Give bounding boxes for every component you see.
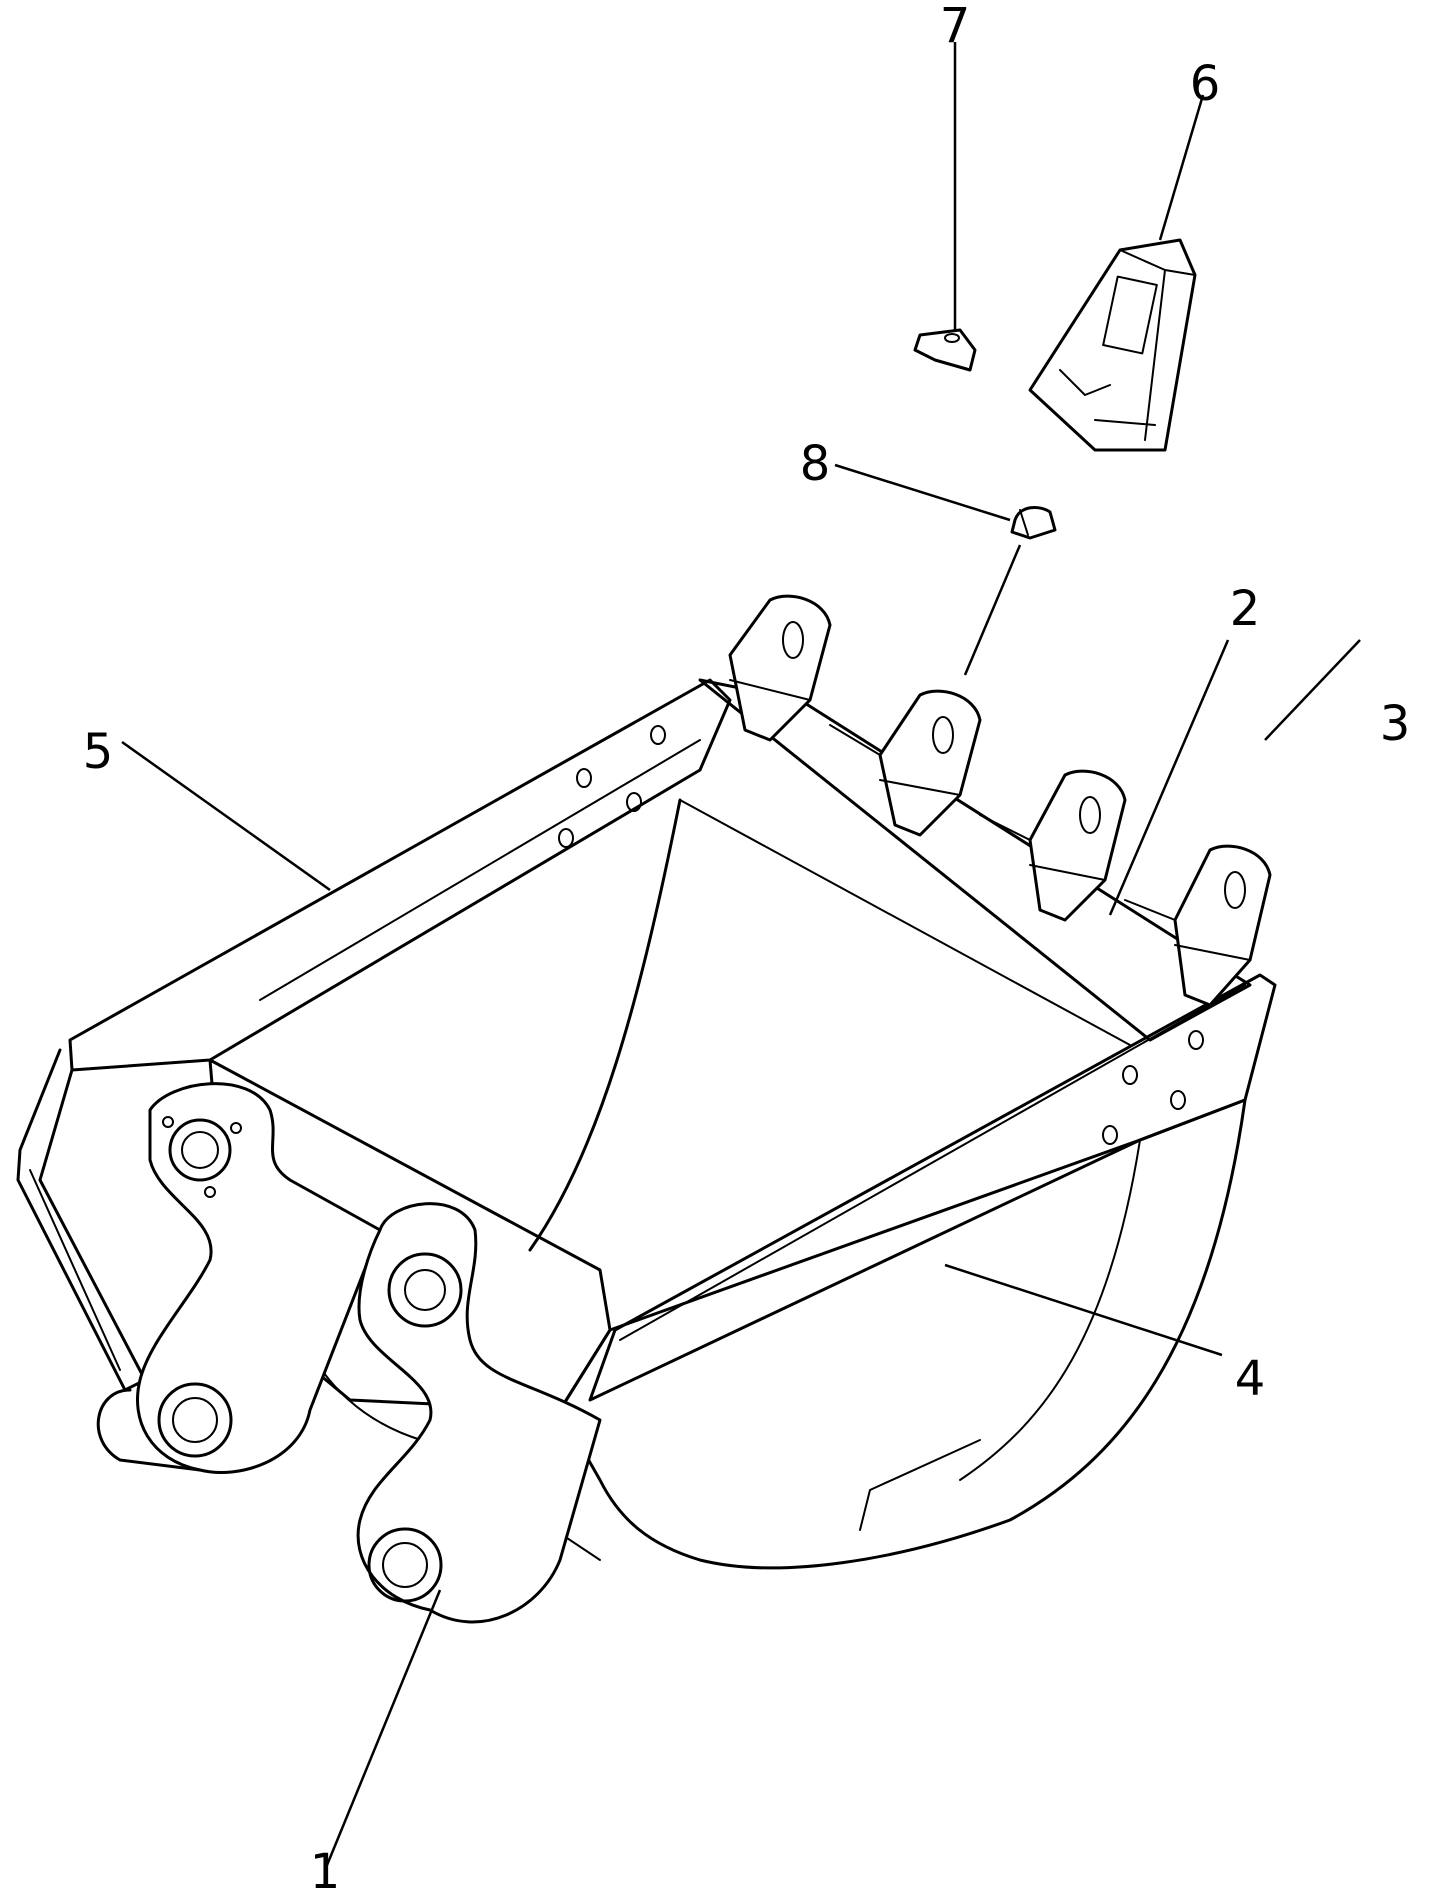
bucket-assembly xyxy=(16,678,1277,1624)
tooth-adapter-3 xyxy=(1028,769,1127,922)
lock-part-7 xyxy=(913,328,977,372)
tooth-adapter-2 xyxy=(878,689,982,837)
callout-labels: 1 2 3 4 5 6 7 8 xyxy=(83,0,1411,1892)
callout-4: 4 xyxy=(1235,1351,1266,1407)
bucket-inner-bowl xyxy=(528,798,682,1252)
pin-part-8 xyxy=(1010,506,1057,540)
tooth-adapters xyxy=(728,594,1272,1007)
tooth-adapter-1 xyxy=(728,594,832,742)
right-mounting-bracket xyxy=(356,1202,602,1624)
callout-6: 6 xyxy=(1190,56,1221,112)
callout-3: 3 xyxy=(1380,696,1411,752)
right-side-plate xyxy=(588,973,1277,1402)
callout-1: 1 xyxy=(310,1844,341,1892)
callout-5: 5 xyxy=(83,724,114,780)
callout-8: 8 xyxy=(800,436,831,492)
tooth-adapter-4 xyxy=(1173,844,1272,1007)
side-plate-holes xyxy=(558,725,1204,1145)
tooth-point-part-6 xyxy=(1028,238,1197,452)
callout-2: 2 xyxy=(1230,581,1261,637)
leader-lines xyxy=(121,42,1361,1871)
callout-7: 7 xyxy=(940,0,971,54)
left-mounting-bracket xyxy=(96,1082,382,1474)
bucket-shell xyxy=(558,1098,1247,1570)
